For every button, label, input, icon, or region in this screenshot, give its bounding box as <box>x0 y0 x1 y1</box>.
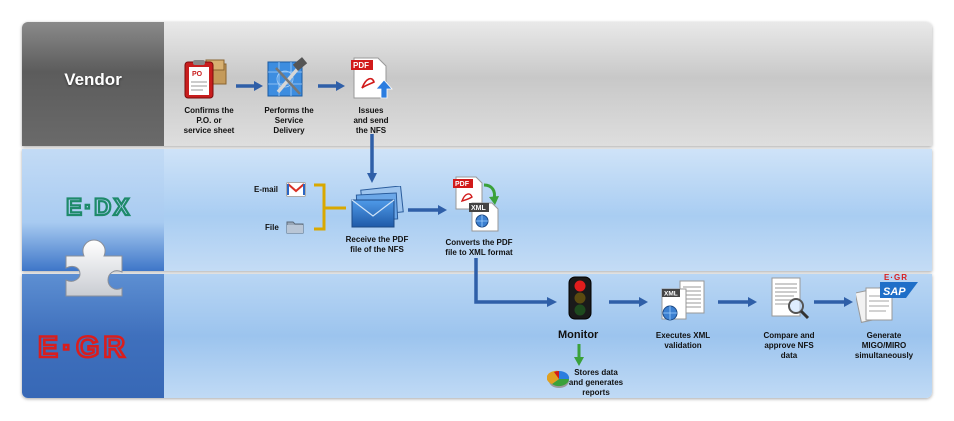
substep-reports-caption: Stores data and generates reports <box>568 368 624 397</box>
vendor-title: Vendor <box>64 70 122 89</box>
svg-text:E·GR: E·GR <box>38 331 129 361</box>
step-convert-xml-caption: Converts the PDF file to XML format <box>445 238 513 257</box>
pdf-to-xml-icon: PDF XML <box>452 175 502 233</box>
svg-text:XML: XML <box>664 291 678 298</box>
arrow-vendor-2 <box>318 80 346 92</box>
pdf-upload-icon: PDF <box>350 56 396 102</box>
step-xml-validation-caption: Executes XML validation <box>655 331 711 350</box>
step-confirms-po-caption: Confirms the P.O. or service sheet <box>183 106 235 135</box>
vendor-lane-label: Vendor <box>22 22 164 146</box>
pie-chart-icon <box>547 368 571 390</box>
arrow-monitor-to-xml <box>609 296 649 308</box>
svg-text:XML: XML <box>471 205 487 212</box>
arrow-compare-to-generate <box>814 296 854 308</box>
arrow-xml-to-compare <box>718 296 758 308</box>
step-performs-delivery-caption: Performs the Service Delivery <box>264 106 314 135</box>
input-bracket <box>312 183 348 233</box>
traffic-light-icon <box>566 276 594 320</box>
envelopes-icon <box>348 186 406 230</box>
step-receive-pdf-caption: Receive the PDF file of the NFS <box>345 235 409 254</box>
arrow-receive-to-convert <box>408 204 448 216</box>
step-compare-approve-caption: Compare and approve NFS data <box>763 331 815 360</box>
clipboard-po-icon: PO <box>182 58 228 100</box>
svg-text:PO: PO <box>192 71 203 78</box>
arrow-monitor-to-reports <box>573 344 585 368</box>
gmail-icon <box>286 182 306 197</box>
email-label: E-mail <box>254 185 279 194</box>
egr-logo: E·GR <box>38 331 153 361</box>
sap-documents-icon: E·GR SAP <box>856 272 920 324</box>
xml-document-icon: XML <box>658 277 706 323</box>
svg-text:PDF: PDF <box>353 61 369 70</box>
file-label: File <box>265 223 279 232</box>
step-monitor-caption: Monitor <box>558 329 599 341</box>
arrow-nfs-to-receive <box>366 134 378 184</box>
edx-logo: E·DX <box>66 195 136 217</box>
puzzle-piece-icon <box>60 238 130 298</box>
svg-text:PDF: PDF <box>455 181 470 188</box>
svg-text:SAP: SAP <box>883 286 906 298</box>
step-issues-nfs-caption: Issues and send the NFS <box>353 106 389 135</box>
svg-text:E·DX: E·DX <box>66 195 131 217</box>
step-generate-migo-caption: Generate MIGO/MIRO simultaneously <box>854 331 914 360</box>
edx-lane: E·DX <box>22 149 932 271</box>
arrow-vendor-1 <box>236 80 264 92</box>
vendor-lane: Vendor <box>22 22 932 146</box>
tools-blueprint-icon <box>264 56 310 100</box>
document-search-icon <box>766 276 812 322</box>
arrow-convert-to-monitor <box>470 258 560 310</box>
folder-icon <box>286 219 304 234</box>
svg-text:E·GR: E·GR <box>884 273 908 282</box>
